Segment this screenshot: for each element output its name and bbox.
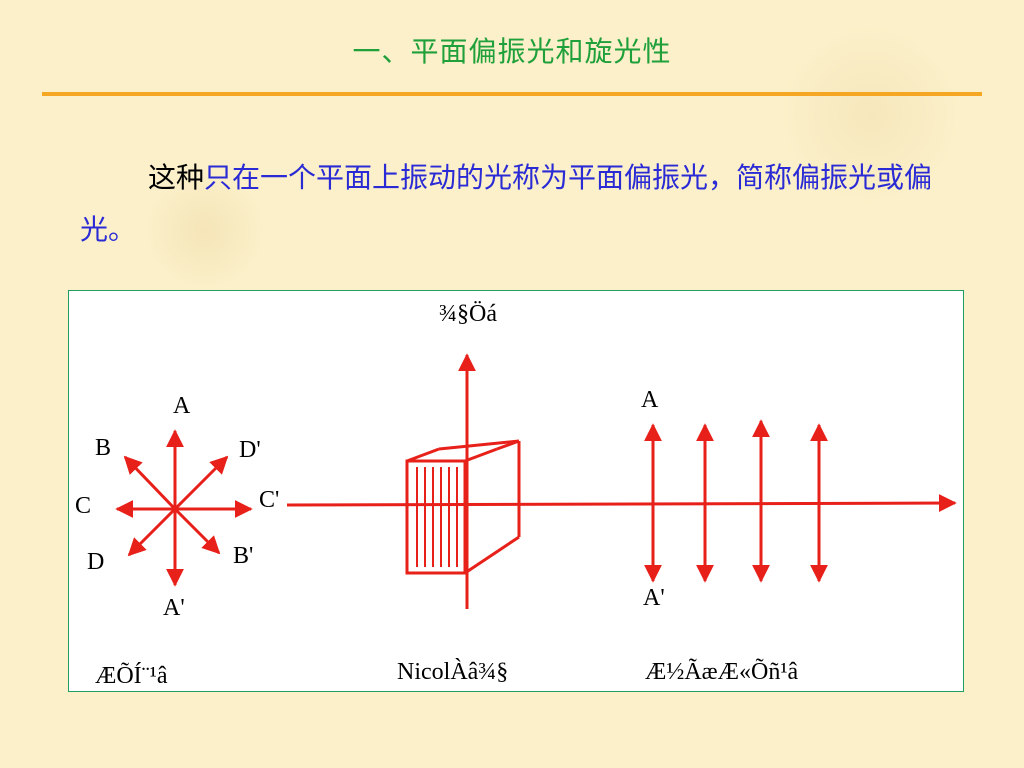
label-d-prime: D' [239,437,261,463]
polarized-vibrations [644,419,828,583]
paragraph-lead: 这种 [148,161,205,194]
label-a-prime: A' [163,595,185,621]
label-c: C [75,493,92,519]
caption-natural-light: ÆÕÍ¨¹â [95,663,168,689]
polarization-figure: ¾§Öá A B D' C C' D B' A' A A' ÆÕÍ¨¹â Nic… [68,290,964,692]
natural-light-star [115,429,253,587]
caption-polarized-light: Æ½ÃæÆ«Õñ¹â [645,659,799,685]
polarization-diagram [115,353,957,609]
caption-nicol-prism: NicolÀâ¾§ [397,659,509,685]
light-beam [286,494,957,513]
label-b-prime: B' [233,543,254,569]
label-b: B [95,435,112,461]
slide-title: 一、平面偏振光和旋光性 [352,35,672,68]
label-c-prime: C' [259,487,280,513]
optic-axis-label: ¾§Öá [439,301,497,327]
label-d: D [87,549,105,575]
nicol-prism [405,439,521,575]
polarized-label-a: A [641,387,659,413]
polarized-label-a-prime: A' [643,585,665,611]
paragraph-body: 只在一个平面上振动的光称为平面偏振光，简称偏振光或偏光。 [80,161,933,246]
definition-paragraph: 这种只在一个平面上振动的光称为平面偏振光，简称偏振光或偏光。 [80,152,950,256]
label-a: A [173,393,191,419]
title-underline [42,92,982,96]
